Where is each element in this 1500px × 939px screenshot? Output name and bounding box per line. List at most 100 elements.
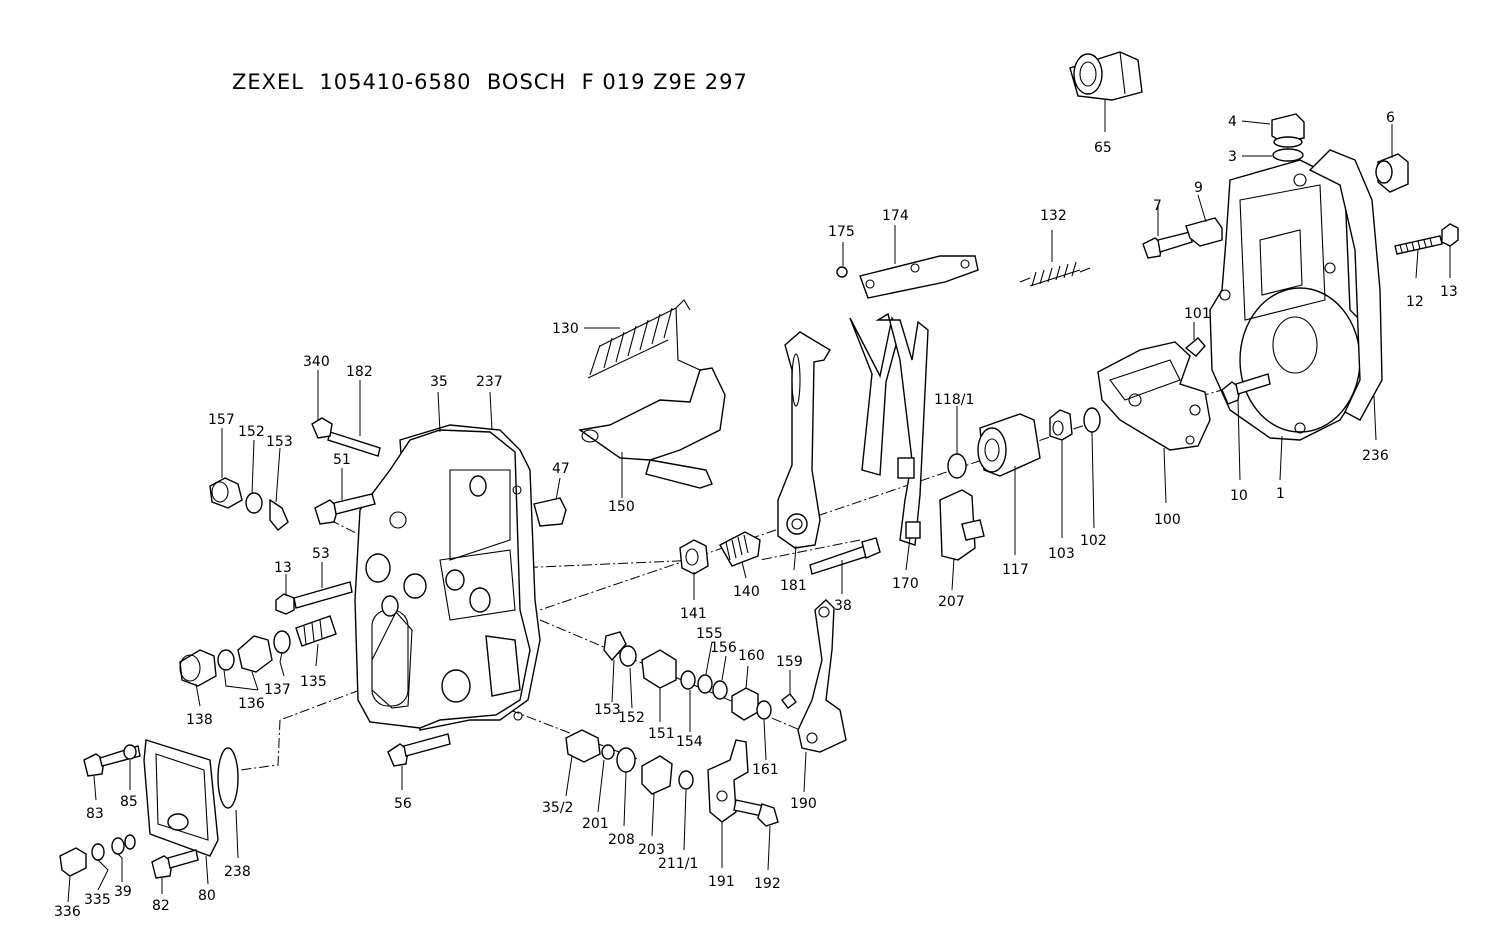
plug-157 [209,477,243,509]
label-159: 159 [776,654,803,670]
circlip-153-mid [603,631,627,662]
label-190: 190 [790,796,817,812]
screw-53 [293,581,353,609]
nut-136 [217,635,273,673]
label-51: 51 [333,452,351,468]
flyweight-assembly-100 [1097,341,1211,451]
label-12: 12 [1406,294,1424,310]
ring-154 [680,670,696,690]
label-140: 140 [733,584,760,600]
label-85: 85 [120,794,138,810]
cap-nut-138 [179,649,217,687]
label-100: 100 [1154,512,1181,528]
washer-85 [123,744,137,760]
key-159 [781,693,797,709]
part-labels: 65 4 3 6 7 9 13 12 10 1 236 101 100 102 … [54,110,1458,920]
label-152-mid: 152 [618,710,645,726]
key-101 [1184,337,1206,357]
label-65: 65 [1094,140,1112,156]
cap-nut-336 [59,847,87,877]
label-6: 6 [1386,110,1395,126]
label-191: 191 [708,874,735,890]
label-153-left: 153 [266,434,293,450]
washer-211-1 [678,770,694,790]
label-150: 150 [608,499,635,515]
adjusting-screw-135 [295,615,337,647]
screw-182 [327,431,381,457]
label-137: 137 [264,682,291,698]
label-151: 151 [648,726,675,742]
label-153-mid: 153 [594,702,621,718]
label-103: 103 [1048,546,1075,562]
washer-137 [273,630,291,654]
label-39: 39 [114,884,132,900]
screw-plug-6 [1375,153,1409,193]
ring-155 [697,674,713,694]
gasket-236 [1308,149,1383,421]
label-117: 117 [1002,562,1029,578]
label-340: 340 [303,354,330,370]
spring-130 [587,299,691,379]
label-9: 9 [1194,180,1203,196]
label-132: 132 [1040,208,1067,224]
piston-160 [731,687,759,721]
lever-181 [777,331,831,549]
label-174: 174 [882,208,909,224]
label-4: 4 [1228,114,1237,130]
bolt-7 [1142,231,1193,259]
label-82: 82 [152,898,170,914]
label-237: 237 [476,374,503,390]
label-13-left: 13 [274,560,292,576]
label-207: 207 [938,594,965,610]
label-154: 154 [676,734,703,750]
label-83: 83 [86,806,104,822]
lever-170 [849,312,929,546]
ring-156 [712,680,728,700]
bolt-82 [151,849,199,879]
label-181: 181 [780,578,807,594]
bolt-56 [387,733,451,767]
label-7: 7 [1153,198,1162,214]
label-203: 203 [638,842,665,858]
label-102: 102 [1080,533,1107,549]
label-56: 56 [394,796,412,812]
label-47: 47 [552,461,570,477]
label-35-2: 35/2 [542,800,573,816]
label-13-right: 13 [1440,284,1458,300]
nut-39 [124,834,136,850]
plug-4 [1271,113,1305,148]
bolt-51 [314,493,376,525]
label-211-1: 211/1 [658,856,698,872]
pin-175 [836,266,848,278]
nut-65 [1069,51,1143,101]
lever-9 [1185,217,1223,247]
washer-118-1 [947,453,967,479]
label-156: 156 [710,640,737,656]
label-336: 336 [54,904,81,920]
governor-housing-1 [1209,159,1373,441]
nut-103 [1049,409,1073,441]
bolt-47 [533,497,567,527]
block-207 [939,489,985,561]
label-35: 35 [430,374,448,390]
washer-39 [111,837,125,855]
washer-335 [91,843,105,861]
washer-102 [1083,407,1101,433]
label-208: 208 [608,832,635,848]
screw-38 [809,537,881,575]
label-201: 201 [582,816,609,832]
plug-140 [719,531,761,567]
label-130: 130 [552,321,579,337]
label-335: 335 [84,892,111,908]
sleeve-117 [977,413,1041,477]
label-10: 10 [1230,488,1248,504]
ring-161 [756,700,772,720]
cover-plate-80 [143,739,219,857]
o-ring-238 [217,747,239,809]
label-236: 236 [1362,448,1389,464]
bolt-10 [1221,373,1271,405]
bracket-174 [859,255,979,299]
label-3: 3 [1228,149,1237,165]
label-136: 136 [238,696,265,712]
